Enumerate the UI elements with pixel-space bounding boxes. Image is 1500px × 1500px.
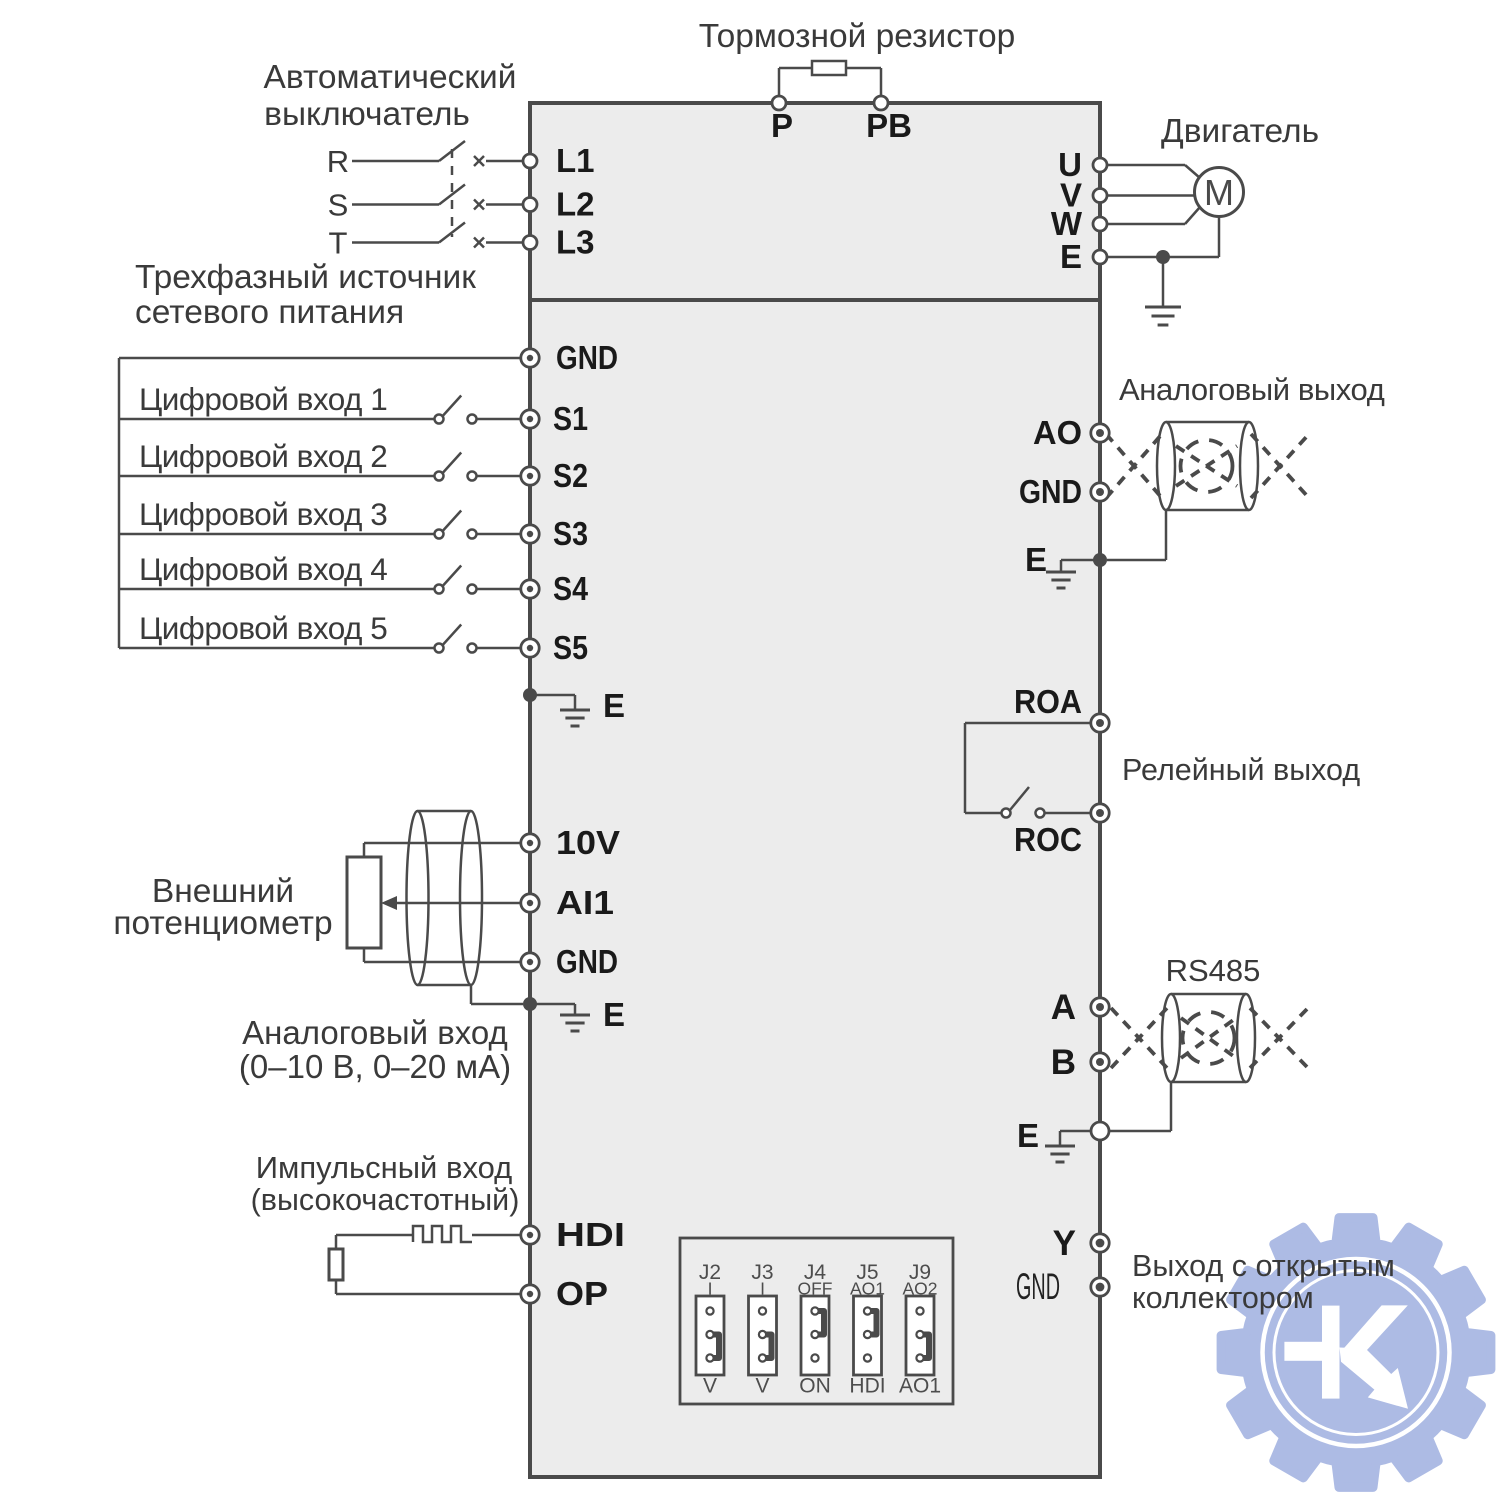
- svg-text:коллектором: коллектором: [1132, 1281, 1314, 1315]
- svg-text:GND: GND: [1016, 1265, 1060, 1307]
- svg-text:E: E: [1060, 238, 1082, 275]
- svg-text:Цифровой вход 4: Цифровой вход 4: [139, 551, 387, 587]
- svg-text:L1: L1: [556, 142, 595, 179]
- svg-text:L2: L2: [556, 186, 595, 223]
- svg-text:Цифровой вход 1: Цифровой вход 1: [139, 381, 387, 417]
- svg-text:V: V: [1060, 177, 1082, 214]
- svg-text:S: S: [328, 188, 349, 223]
- svg-text:GND: GND: [556, 943, 618, 980]
- svg-text:Цифровой вход 5: Цифровой вход 5: [139, 610, 387, 646]
- svg-text:Цифровой вход 2: Цифровой вход 2: [139, 438, 387, 474]
- svg-text:GND: GND: [1019, 473, 1082, 510]
- svg-text:V: V: [703, 1375, 717, 1398]
- svg-text:OFF: OFF: [798, 1279, 833, 1299]
- svg-text:I: I: [708, 1279, 713, 1299]
- svg-text:(высокочастотный): (высокочастотный): [251, 1183, 520, 1217]
- svg-text:ROA: ROA: [1014, 683, 1082, 720]
- svg-text:T: T: [329, 226, 348, 261]
- svg-text:J3: J3: [751, 1261, 773, 1284]
- svg-text:Аналоговый вход: Аналоговый вход: [242, 1014, 508, 1051]
- svg-text:RS485: RS485: [1166, 953, 1261, 988]
- svg-text:сетевого питания: сетевого питания: [135, 294, 404, 331]
- svg-text:E: E: [603, 996, 625, 1033]
- svg-text:ROC: ROC: [1014, 821, 1082, 858]
- svg-text:ON: ON: [799, 1375, 831, 1398]
- svg-text:L3: L3: [556, 224, 595, 261]
- svg-text:GND: GND: [556, 339, 618, 376]
- svg-text:E: E: [1025, 541, 1047, 578]
- svg-text:AO1: AO1: [850, 1279, 885, 1299]
- svg-text:P: P: [771, 107, 793, 144]
- svg-text:M: M: [1204, 172, 1234, 213]
- svg-text:AI1: AI1: [556, 884, 614, 921]
- svg-text:S1: S1: [553, 400, 588, 437]
- svg-text:Двигатель: Двигатель: [1161, 113, 1319, 150]
- svg-text:J2: J2: [699, 1261, 721, 1284]
- svg-text:потенциометр: потенциометр: [113, 905, 332, 942]
- svg-text:Выход с открытым: Выход с открытым: [1132, 1249, 1395, 1283]
- svg-text:HDI: HDI: [556, 1216, 625, 1253]
- svg-text:W: W: [1051, 205, 1083, 242]
- svg-text:10V: 10V: [556, 824, 620, 861]
- svg-text:A: A: [1051, 988, 1076, 1027]
- svg-text:S4: S4: [553, 570, 589, 607]
- svg-text:E: E: [1017, 1117, 1039, 1154]
- svg-text:OP: OP: [556, 1275, 608, 1312]
- svg-text:Автоматический: Автоматический: [264, 59, 517, 96]
- svg-text:Тормозной резистор: Тормозной резистор: [699, 18, 1015, 55]
- svg-text:Внешний: Внешний: [152, 873, 294, 910]
- svg-text:HDI: HDI: [849, 1375, 885, 1398]
- svg-text:S2: S2: [553, 457, 588, 494]
- svg-text:J4: J4: [804, 1261, 827, 1284]
- svg-text:S5: S5: [553, 629, 588, 666]
- svg-text:(0–10 В, 0–20 мА): (0–10 В, 0–20 мА): [239, 1048, 511, 1085]
- svg-text:I: I: [760, 1279, 765, 1299]
- svg-text:V: V: [755, 1375, 769, 1398]
- svg-text:R: R: [327, 144, 349, 179]
- svg-text:J9: J9: [909, 1261, 931, 1284]
- svg-text:B: B: [1051, 1043, 1076, 1082]
- svg-text:Трехфазный источник: Трехфазный источник: [135, 259, 476, 296]
- svg-text:выключатель: выключатель: [264, 96, 470, 133]
- svg-text:PB: PB: [866, 107, 912, 144]
- svg-text:AO: AO: [1033, 414, 1082, 451]
- svg-text:Импульсный вход: Импульсный вход: [256, 1150, 513, 1185]
- svg-text:AO1: AO1: [899, 1375, 941, 1398]
- svg-text:Y: Y: [1053, 1224, 1076, 1263]
- svg-text:AO2: AO2: [902, 1279, 937, 1299]
- svg-text:J5: J5: [856, 1261, 878, 1284]
- svg-text:Релейный выход: Релейный выход: [1122, 753, 1360, 787]
- svg-text:Цифровой вход 3: Цифровой вход 3: [139, 496, 387, 532]
- svg-text:Аналоговый выход: Аналоговый выход: [1119, 372, 1385, 407]
- svg-text:S3: S3: [553, 515, 588, 552]
- svg-text:E: E: [603, 687, 625, 724]
- svg-text:U: U: [1058, 146, 1082, 183]
